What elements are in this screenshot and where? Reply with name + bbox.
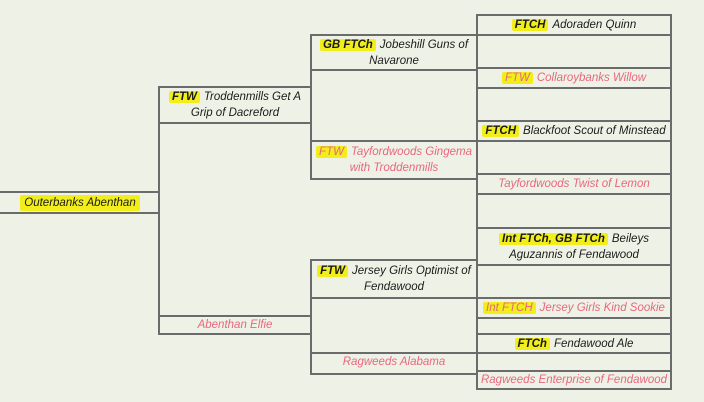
connector-line [476, 14, 478, 390]
connector-line [476, 140, 672, 142]
dam-sire-name: Jersey Girls Optimist of Fendawood [352, 265, 471, 293]
connector-line [476, 193, 672, 195]
sire-dam-name: Tayfordwoods Gingema with Troddenmills [349, 146, 472, 174]
dd-sire-name: Fendawood Ale [553, 337, 634, 350]
ss-sire-name: Adoraden Quinn [552, 19, 637, 31]
connector-line [310, 259, 478, 261]
dam-dam: Ragweeds Alabama [312, 354, 476, 370]
title-badge: FTW [501, 72, 533, 84]
sire-name: Troddenmills Get A Grip of Dacreford [190, 91, 302, 119]
dam-name: Abenthan Elfie [197, 319, 273, 331]
connector-line [158, 333, 312, 335]
connector-line [476, 87, 672, 89]
dam: Abenthan Elfie [160, 317, 310, 333]
sd-dam: Tayfordwoods Twist of Lemon [478, 175, 670, 193]
connector-line [476, 227, 672, 229]
connector-line [476, 297, 672, 299]
connector-line [158, 86, 160, 334]
connector-line [310, 178, 478, 180]
title-badge: Int FTCh, GB FTCh [499, 232, 608, 245]
title-badge: FTW [168, 91, 200, 103]
connector-line [476, 120, 672, 122]
title-badge: FTCh [514, 337, 550, 350]
connector-line [310, 373, 478, 375]
connector-line [476, 67, 672, 69]
ds-sire-name: Beileys Aguzannis of Fendawood [509, 232, 649, 261]
sire-sire-name: Jobeshill Guns of Navarone [369, 38, 469, 67]
title-badge: FTCH [511, 19, 549, 31]
connector-line [158, 315, 312, 317]
subject-name: Outerbanks Abenthan [20, 194, 140, 211]
connector-line [310, 352, 478, 354]
title-badge: GB FTCh [319, 38, 376, 51]
connector-line [310, 140, 478, 142]
ss-dam-name: Collaroybanks Willow [536, 72, 647, 84]
title-badge: FTW [317, 265, 349, 277]
title-badge: FTW [316, 146, 347, 158]
connector-line [310, 34, 478, 36]
connector-line [0, 212, 160, 214]
connector-line [310, 34, 312, 180]
dd-dam-name: Ragweeds Enterprise of Fendawood [480, 374, 668, 386]
connector-line [476, 34, 672, 36]
connector-line [476, 173, 672, 175]
ds-dam-name: Jersey Girls Kind Sookie [539, 302, 665, 314]
dd-dam: Ragweeds Enterprise of Fendawood [478, 372, 670, 388]
connector-line [158, 122, 312, 124]
sd-dam-name: Tayfordwoods Twist of Lemon [498, 178, 650, 190]
connector-line [310, 259, 312, 375]
title-badge: FTCH [482, 125, 520, 137]
connector-line [476, 333, 672, 335]
dam-dam-name: Ragweeds Alabama [342, 356, 446, 368]
subject-dog: Outerbanks Abenthan [0, 193, 160, 212]
connector-line [310, 69, 478, 71]
title-badge: Int FTCH [483, 302, 536, 314]
connector-line [0, 191, 160, 193]
connector-line [158, 86, 312, 88]
connector-line [476, 264, 672, 266]
connector-line [476, 14, 672, 16]
connector-line [310, 297, 478, 299]
connector-line [670, 14, 672, 390]
connector-line [476, 317, 672, 319]
connector-line [476, 352, 672, 354]
sd-sire-name: Blackfoot Scout of Minstead [523, 125, 666, 137]
connector-line [476, 388, 672, 390]
connector-line [476, 370, 672, 372]
